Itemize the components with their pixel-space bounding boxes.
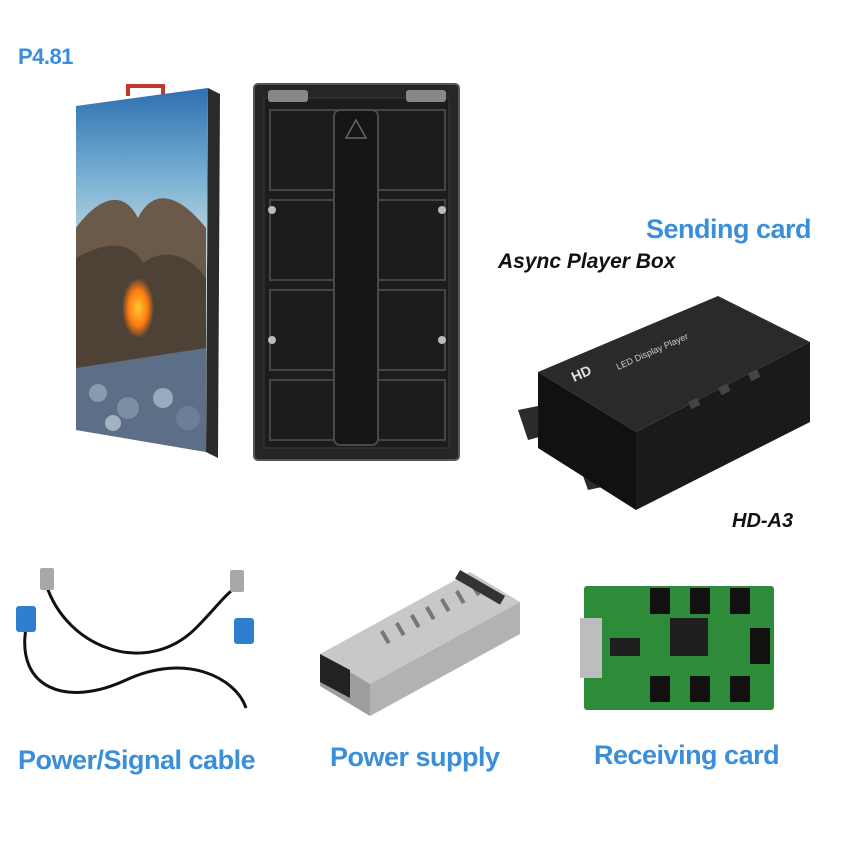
cable-image [6,568,266,718]
svg-text:HD: HD [569,362,594,385]
async-player-box-label: Async Player Box [498,250,676,273]
model-label: HD-A3 [732,510,794,532]
pitch-label: P4.81 [18,44,74,69]
player-box-image: HD LED Display Player [518,292,818,517]
sending-card-title: Sending card [646,214,812,244]
power-supply-image [310,566,525,726]
power-supply-label: Power supply [330,742,500,772]
receiving-card-label: Receiving card [594,740,780,770]
cabinet-back-image [250,80,465,465]
receiving-card-image [580,578,780,716]
cabinet-front-image [68,78,228,463]
cable-label: Power/Signal cable [18,745,256,775]
